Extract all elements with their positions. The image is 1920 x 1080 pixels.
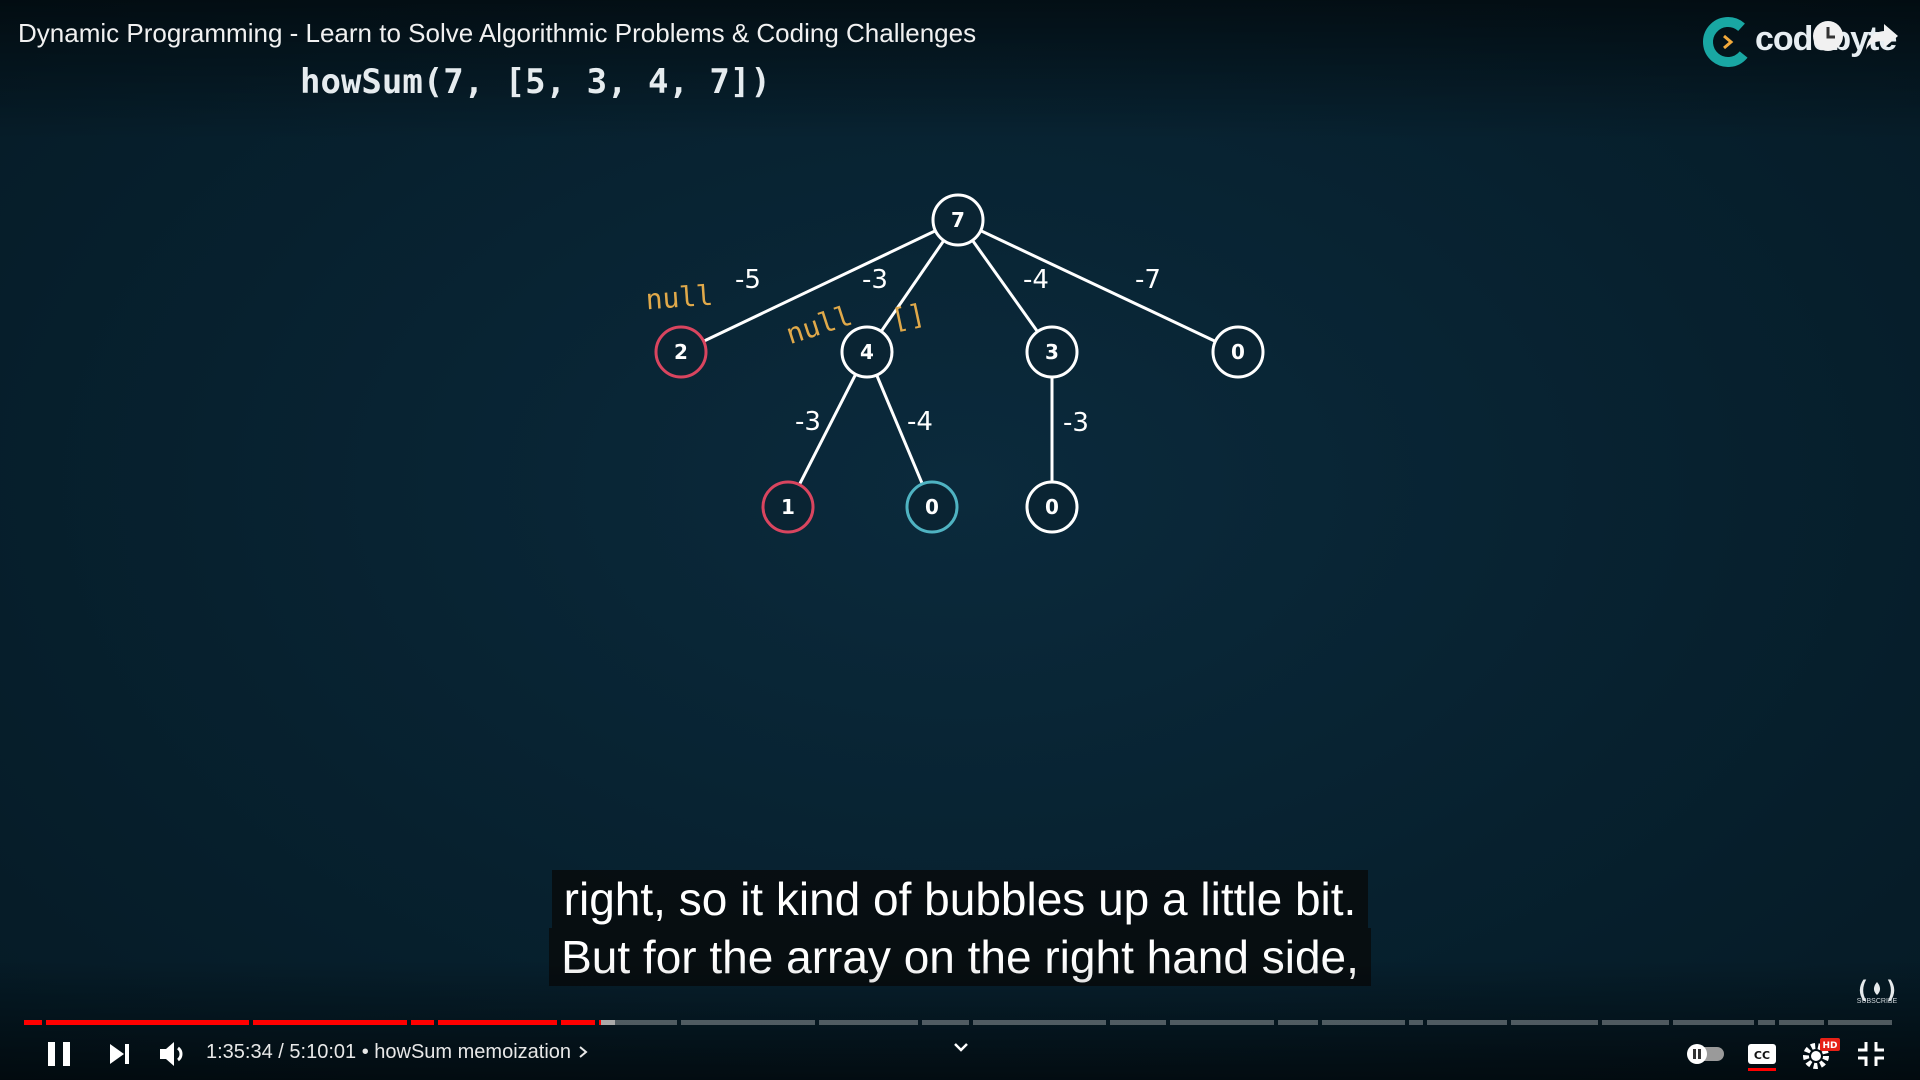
- tree-node-default: [840, 325, 894, 379]
- mute-button[interactable]: [156, 1036, 190, 1072]
- progress-bar[interactable]: [24, 1020, 1896, 1025]
- quality-badge: HD: [1822, 1041, 1837, 1051]
- edge-label: -3: [1063, 408, 1089, 438]
- exit-fullscreen-button[interactable]: [1854, 1036, 1888, 1072]
- chapter-segment[interactable]: [1322, 1020, 1405, 1025]
- chapter-segment[interactable]: [973, 1020, 1106, 1025]
- slide-heading: howSum(7, [5, 3, 4, 7]): [300, 62, 771, 102]
- return-value-label: null: [645, 279, 715, 317]
- chapter-segment[interactable]: [24, 1020, 42, 1025]
- tree-edge: [879, 239, 946, 333]
- tree-edge: [875, 374, 924, 485]
- chapter-segment[interactable]: [46, 1020, 249, 1025]
- captions-button[interactable]: CC: [1746, 1036, 1778, 1072]
- chapter-segment[interactable]: [1427, 1020, 1507, 1025]
- next-button[interactable]: [104, 1036, 134, 1072]
- chapter-segment[interactable]: [1110, 1020, 1166, 1025]
- svg-text:CC: CC: [1754, 1049, 1770, 1062]
- chapter-segment[interactable]: [819, 1020, 918, 1025]
- time-counter: 1:35:34 / 5:10:01: [206, 1041, 357, 1063]
- chapter-segment[interactable]: [253, 1020, 407, 1025]
- tree-node-default: [1211, 325, 1265, 379]
- autoplay-toggle[interactable]: [1684, 1040, 1728, 1068]
- chapter-segment[interactable]: [681, 1020, 815, 1025]
- tree-node-default: [1025, 480, 1079, 534]
- edge-label: -4: [1023, 265, 1049, 295]
- tree-node-failed: [761, 480, 815, 534]
- volume-icon: [160, 1042, 183, 1066]
- chapter-segment[interactable]: [1779, 1020, 1824, 1025]
- chapter-segment[interactable]: [411, 1020, 434, 1025]
- node-value: 0: [1231, 340, 1245, 364]
- node-value: 0: [1045, 495, 1059, 519]
- caption-line-1: right, so it kind of bubbles up a little…: [551, 870, 1369, 928]
- tree-edge: [971, 239, 1039, 333]
- chapter-segment[interactable]: [1673, 1020, 1754, 1025]
- chapter-segment[interactable]: [922, 1020, 969, 1025]
- tree-node-default: [931, 193, 985, 247]
- chevron-right-icon[interactable]: [577, 1045, 589, 1059]
- time-display: 1:35:34 / 5:10:01 • howSum memoization: [206, 1041, 589, 1064]
- node-value: 2: [674, 340, 688, 364]
- exit-fullscreen-icon: [1858, 1042, 1884, 1066]
- edge-label: -4: [907, 407, 933, 437]
- chapter-segment[interactable]: [1511, 1020, 1598, 1025]
- share-icon[interactable]: [1862, 16, 1902, 56]
- subscribe-label: SUBSCRIBE: [1856, 998, 1898, 1005]
- node-value: 1: [781, 495, 795, 519]
- player-controls: 1:35:34 / 5:10:01 • howSum memoization C…: [0, 1030, 1920, 1080]
- pause-button[interactable]: [44, 1036, 74, 1072]
- video-title[interactable]: Dynamic Programming - Learn to Solve Alg…: [18, 18, 977, 48]
- edge-label: -7: [1135, 265, 1161, 295]
- edge-label: -3: [862, 265, 888, 295]
- captions-icon: CC: [1748, 1044, 1776, 1071]
- pause-icon: [48, 1042, 70, 1066]
- watch-later-icon[interactable]: [1808, 16, 1848, 56]
- freecodecamp-watermark-icon[interactable]: ( ): [1852, 968, 1902, 1010]
- chapter-separator: •: [361, 1041, 369, 1063]
- chapter-segment[interactable]: [1170, 1020, 1274, 1025]
- node-value: 4: [860, 340, 874, 364]
- settings-icon: HD: [1803, 1038, 1840, 1069]
- chapter-segment[interactable]: [1409, 1020, 1423, 1025]
- tree-node-default: [1025, 325, 1079, 379]
- tree-node-failed: [654, 325, 708, 379]
- chapter-segment[interactable]: [1828, 1020, 1892, 1025]
- chapter-segment[interactable]: [599, 1020, 677, 1025]
- node-value: 7: [951, 208, 965, 232]
- edge-label: -3: [795, 407, 821, 437]
- return-value-label: []: [888, 297, 928, 336]
- tree-node-success: [905, 480, 959, 534]
- node-value: 0: [925, 495, 939, 519]
- tree-edge: [798, 373, 857, 486]
- top-overlay: [0, 0, 1920, 140]
- chevron-down-icon[interactable]: [950, 1036, 972, 1058]
- autoplay-toggle-icon: [1687, 1044, 1724, 1064]
- settings-button[interactable]: HD: [1800, 1036, 1840, 1072]
- next-icon: [110, 1044, 129, 1064]
- edge-label: -5: [735, 265, 761, 295]
- chapter-title[interactable]: howSum memoization: [374, 1041, 572, 1063]
- tree-edge: [979, 229, 1217, 343]
- chapter-segment[interactable]: [1602, 1020, 1669, 1025]
- chapter-segment[interactable]: [561, 1020, 595, 1025]
- chapter-segment[interactable]: [438, 1020, 557, 1025]
- node-value: 3: [1045, 340, 1059, 364]
- chapter-segment[interactable]: [1278, 1020, 1318, 1025]
- chapter-segment[interactable]: [1758, 1020, 1775, 1025]
- codebyte-logo-icon: [1703, 17, 1753, 67]
- tree-edge: [702, 229, 937, 343]
